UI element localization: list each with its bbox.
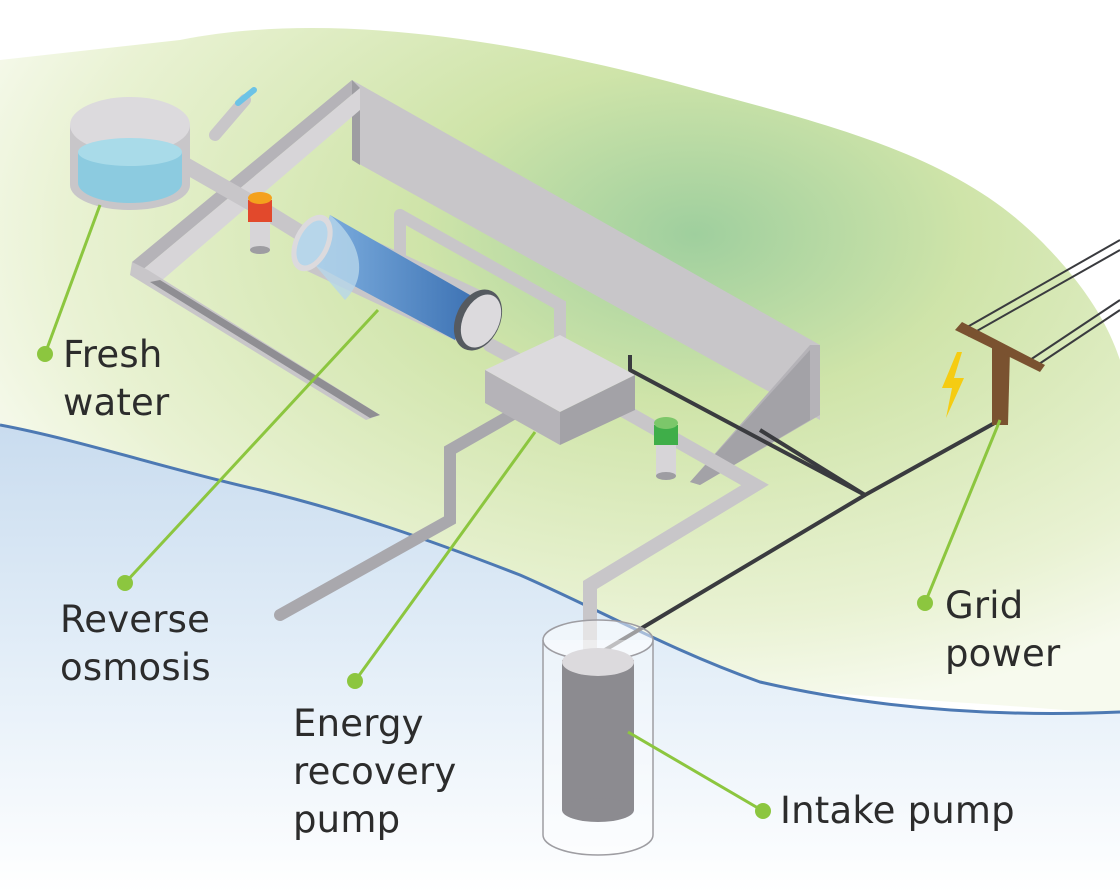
label-fresh-water: Fresh water (63, 331, 169, 427)
reverse-osmosis-cylinder (291, 214, 503, 351)
sea-area (0, 425, 1120, 893)
label-line: Energy (293, 702, 424, 745)
lightning-bolt-icon (942, 352, 964, 418)
valve-icon (654, 417, 678, 480)
label-line: osmosis (60, 646, 211, 689)
label-line: pump (293, 798, 401, 841)
fresh-water-outlet (235, 87, 257, 106)
utility-pole-icon (955, 322, 1045, 425)
label-grid-power: Grid power (945, 582, 1060, 678)
fresh-water-tank-icon (70, 97, 190, 210)
leader-dots (37, 346, 933, 819)
plant-frame (130, 80, 820, 485)
shoreline (0, 423, 1120, 715)
label-reverse-osmosis: Reverse osmosis (60, 596, 211, 692)
label-line: Grid (945, 584, 1024, 627)
label-line: water (63, 381, 170, 424)
label-line: Intake pump (780, 789, 1015, 832)
label-line: recovery (293, 750, 457, 793)
label-intake-pump: Intake pump (780, 787, 1015, 835)
intake-pump (542, 619, 654, 856)
power-lines (961, 239, 1120, 367)
label-line: Reverse (60, 598, 211, 641)
label-energy-recovery-pump: Energy recovery pump (293, 700, 457, 844)
valve-icon (248, 192, 272, 254)
label-line: power (945, 632, 1061, 675)
leader-lines (43, 204, 1002, 813)
energy-recovery-pump-box (485, 335, 635, 445)
label-line: Fresh (63, 333, 163, 376)
